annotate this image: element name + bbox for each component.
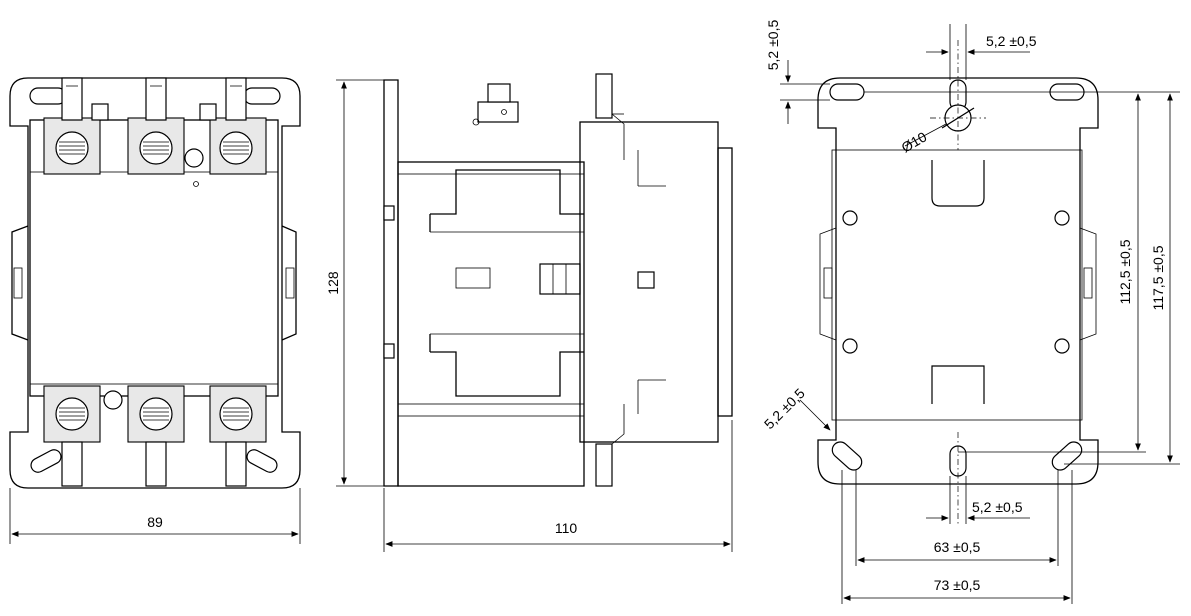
- diag-slot-label: 5,2 ±0,5: [761, 385, 808, 432]
- bottom-terminals: [43, 385, 267, 487]
- width-inner-label: 63 ±0,5: [934, 539, 981, 555]
- side-width-label: 110: [555, 520, 578, 536]
- width-outer-label: 73 ±0,5: [934, 577, 981, 593]
- height-inner-label: 112,5 ±0,5: [1117, 239, 1133, 304]
- mounting-view: 5,2 ±0,5 5,2 ±0,5 Ø10 5,2 ±0,5 112,5 ±0,…: [761, 20, 1180, 604]
- top-offset-label: 5,2 ±0,5: [765, 20, 781, 71]
- bottom-slot-label: 5,2 ±0,5: [972, 499, 1023, 515]
- front-view: 89: [9, 77, 301, 544]
- height-outer-label: 117,5 ±0,5: [1150, 245, 1166, 310]
- top-terminals: [43, 77, 267, 187]
- top-slot-label: 5,2 ±0,5: [986, 33, 1037, 49]
- hole-diameter-label: Ø10: [899, 128, 930, 155]
- side-view: 128 110: [325, 73, 733, 552]
- front-width-label: 89: [147, 514, 163, 530]
- side-height-label: 128: [325, 271, 341, 295]
